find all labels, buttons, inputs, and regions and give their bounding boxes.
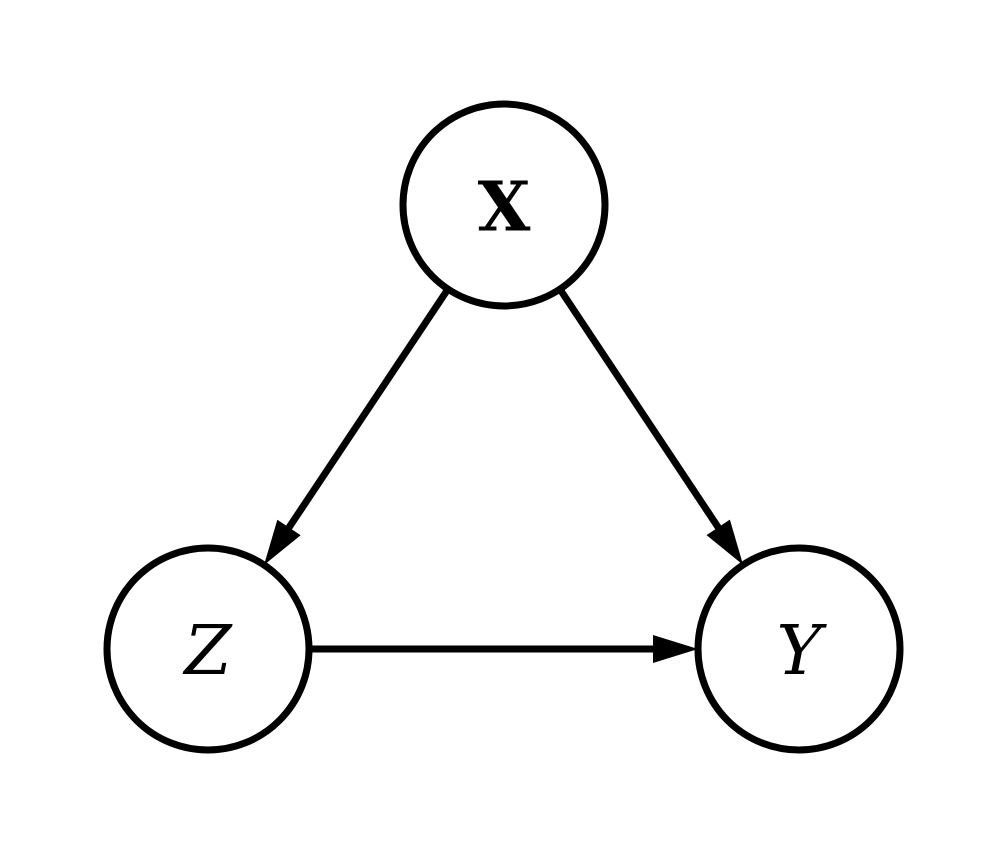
edge-X-Y-arrowhead-icon	[706, 519, 744, 565]
node-Y-label: Y	[777, 612, 828, 691]
node-X-label: X	[478, 168, 531, 248]
edge-X-Z-line	[284, 287, 451, 532]
node-Z-circle	[103, 544, 313, 754]
edge-X-Y-line	[556, 287, 723, 531]
node-Y-circle	[694, 544, 904, 754]
node-X-circle	[399, 100, 609, 310]
edge-Z-Y-arrowhead-icon	[653, 635, 698, 663]
node-Z-label: Z	[182, 612, 233, 691]
edge-X-Z-arrowhead-icon	[264, 519, 301, 565]
